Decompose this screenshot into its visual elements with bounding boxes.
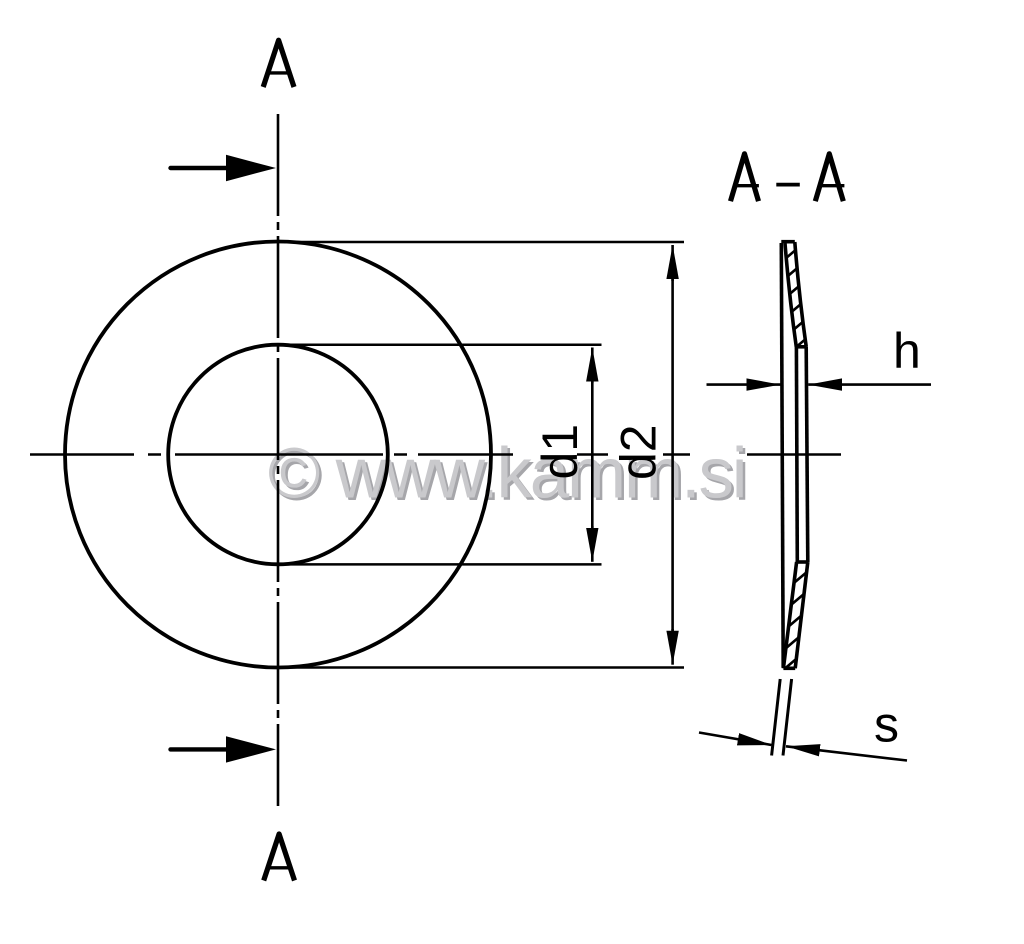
- svg-text:s: s: [874, 697, 899, 753]
- svg-text:d1: d1: [532, 424, 588, 480]
- svg-text:d2: d2: [611, 424, 667, 480]
- svg-text:© www.kamm.si: © www.kamm.si: [271, 437, 748, 516]
- svg-text:© www.kamm.si: © www.kamm.si: [268, 435, 745, 514]
- svg-text:h: h: [893, 323, 921, 379]
